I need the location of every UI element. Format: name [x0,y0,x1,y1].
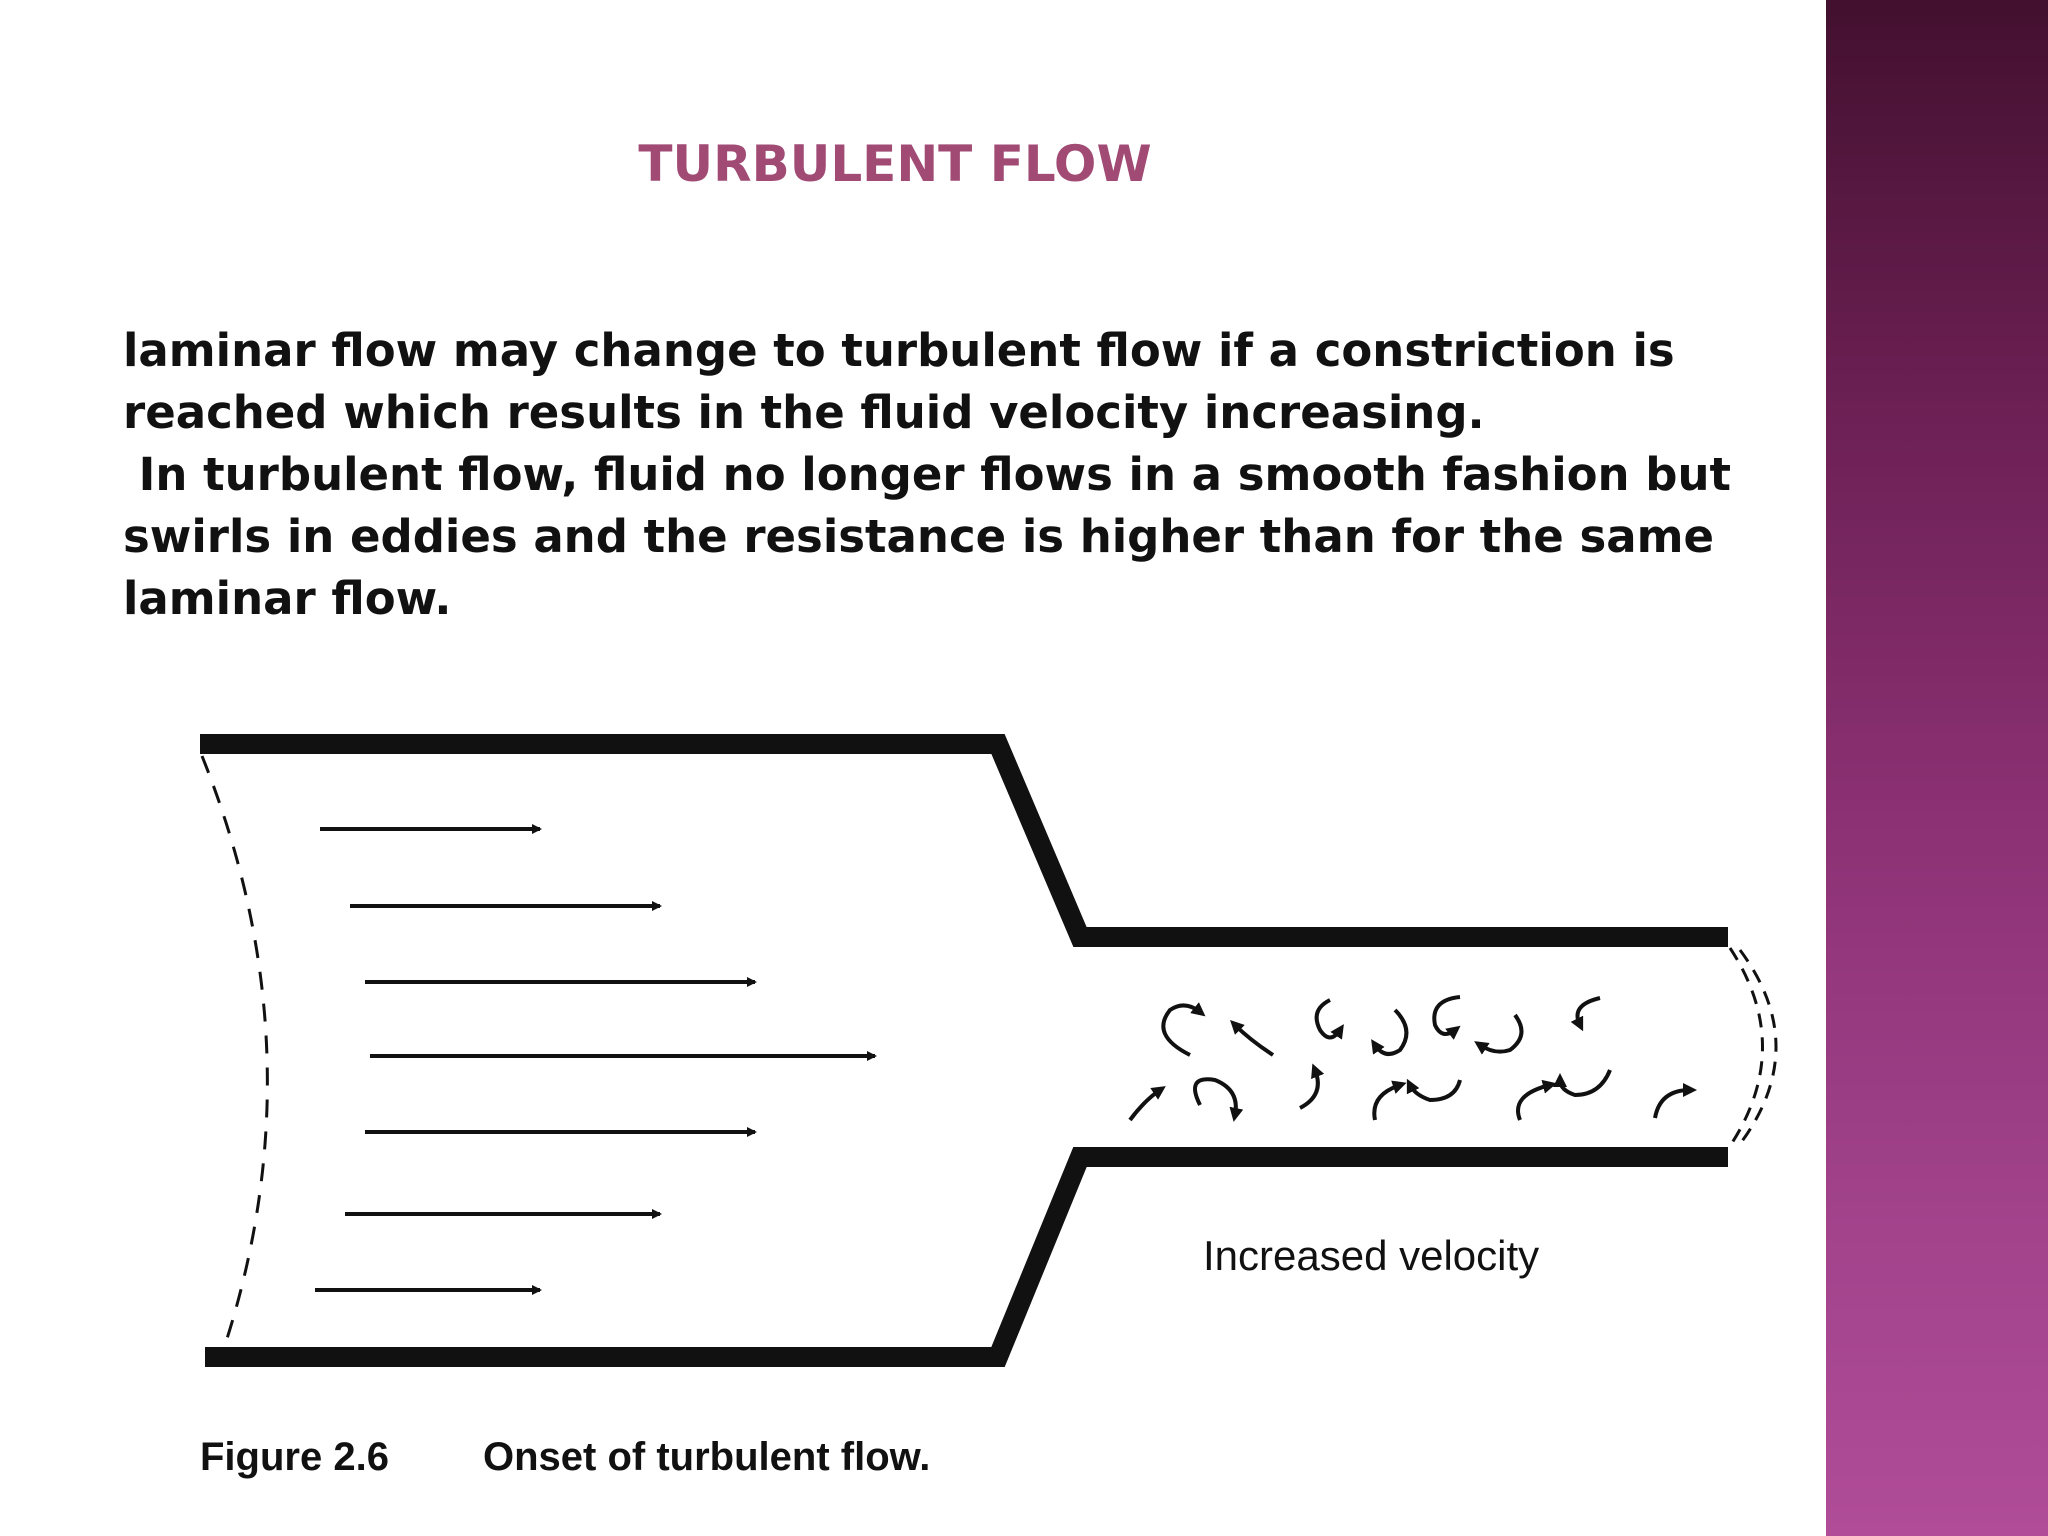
body-line: In turbulent flow, fluid no longer flows… [123,448,1732,501]
laminar-arrows [315,824,877,1295]
pipe-wall-top [200,734,1728,947]
body-paragraph: laminar flow may change to turbulent flo… [123,320,1743,630]
slide-title: TURBULENT FLOW [638,135,1152,193]
body-line: laminar flow may change to turbulent flo… [123,324,1675,377]
body-line: reached which results in the fluid veloc… [123,386,1485,439]
turbulent-profile-curve [1728,947,1764,1147]
turbulent-flow-figure: Increased velocity Figure 2.6 Onset of t… [180,700,1800,1500]
decorative-sidebar [1826,0,2048,1536]
figure-caption-number: Figure 2.6 [200,1435,389,1479]
figure-caption-text: Onset of turbulent flow. [483,1435,930,1479]
pipe-wall-bottom [205,1147,1728,1367]
body-line: swirls in eddies and the resistance is h… [123,510,1715,563]
turbulent-eddies [1128,995,1697,1122]
velocity-label: Increased velocity [1203,1232,1539,1279]
turbulent-profile-curve [1738,949,1778,1145]
body-line: laminar flow. [123,572,452,625]
laminar-profile-curve [200,755,269,1346]
pipe-diagram: Increased velocity Figure 2.6 Onset of t… [200,734,1778,1479]
